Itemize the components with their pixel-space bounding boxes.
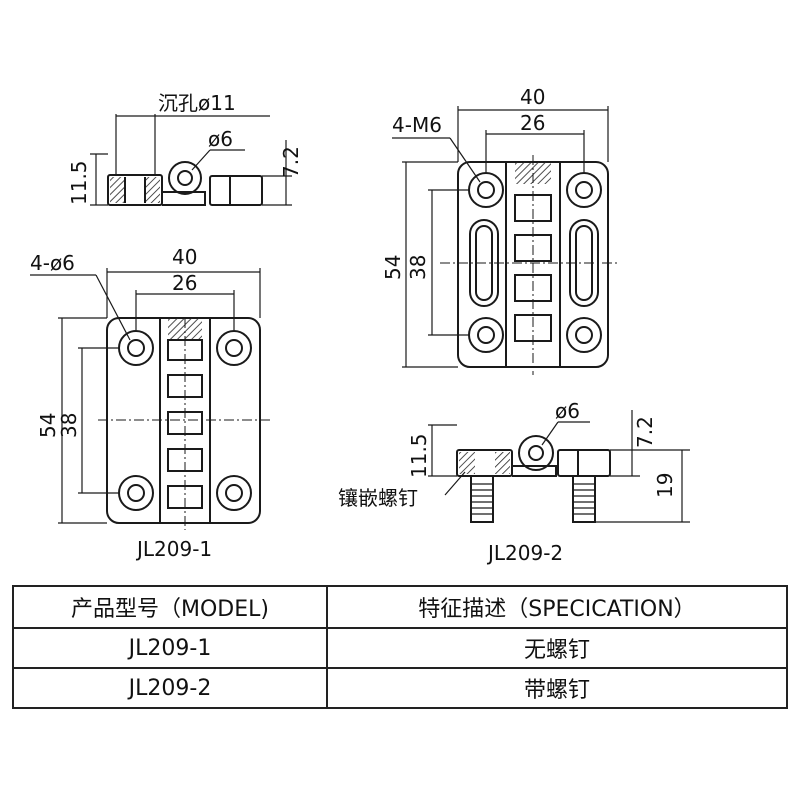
width-inner-label-2: 26 — [520, 111, 545, 135]
height-outer-label-1: 54 — [36, 413, 60, 438]
thickness-label-1: 7.2 — [279, 146, 303, 178]
width-outer-label-2: 40 — [520, 85, 545, 109]
height-inner-label-2: 38 — [406, 255, 430, 280]
header-specification: 特征描述（SPECICATION） — [326, 585, 788, 629]
width-inner-label-1: 26 — [172, 271, 197, 295]
cell-model: JL209-2 — [12, 667, 328, 709]
screw-label-2: 镶嵌螺钉 — [338, 486, 418, 510]
cell-specification: 无螺钉 — [326, 627, 788, 669]
table-row: JL209-2 带螺钉 — [12, 667, 788, 709]
technical-drawing: 沉孔ø11 ø6 11.5 7.2 4-ø6 40 26 54 38 JL209… — [30, 85, 690, 565]
screw-length-label-2: 19 — [653, 473, 677, 498]
front-view-2 — [392, 106, 620, 375]
cell-specification: 带螺钉 — [326, 667, 788, 709]
side-view-2 — [428, 410, 690, 523]
thickness-label-2: 7.2 — [633, 416, 657, 448]
hole-dia-label-2: ø6 — [555, 399, 580, 423]
height-label-2: 11.5 — [407, 433, 431, 478]
side-view-1 — [90, 114, 292, 206]
countersink-label: 沉孔ø11 — [158, 91, 236, 115]
front-view-1 — [30, 268, 270, 530]
table-header-row: 产品型号（MODEL) 特征描述（SPECICATION） — [12, 585, 788, 629]
height-inner-label-1: 38 — [57, 413, 81, 438]
hole-callout-label-1: 4-ø6 — [30, 251, 75, 275]
hole-dia-label-1: ø6 — [208, 127, 233, 151]
height-outer-label-2: 54 — [381, 255, 405, 280]
thread-callout-label-2: 4-M6 — [392, 113, 442, 137]
header-model: 产品型号（MODEL) — [12, 585, 328, 629]
spec-table: 产品型号（MODEL) 特征描述（SPECICATION） JL209-1 无螺… — [12, 585, 788, 709]
height-label-1: 11.5 — [67, 160, 91, 205]
model-caption-2: JL209-2 — [486, 541, 563, 565]
width-outer-label-1: 40 — [172, 245, 197, 269]
table-row: JL209-1 无螺钉 — [12, 627, 788, 669]
model-caption-1: JL209-1 — [135, 537, 212, 561]
cell-model: JL209-1 — [12, 627, 328, 669]
